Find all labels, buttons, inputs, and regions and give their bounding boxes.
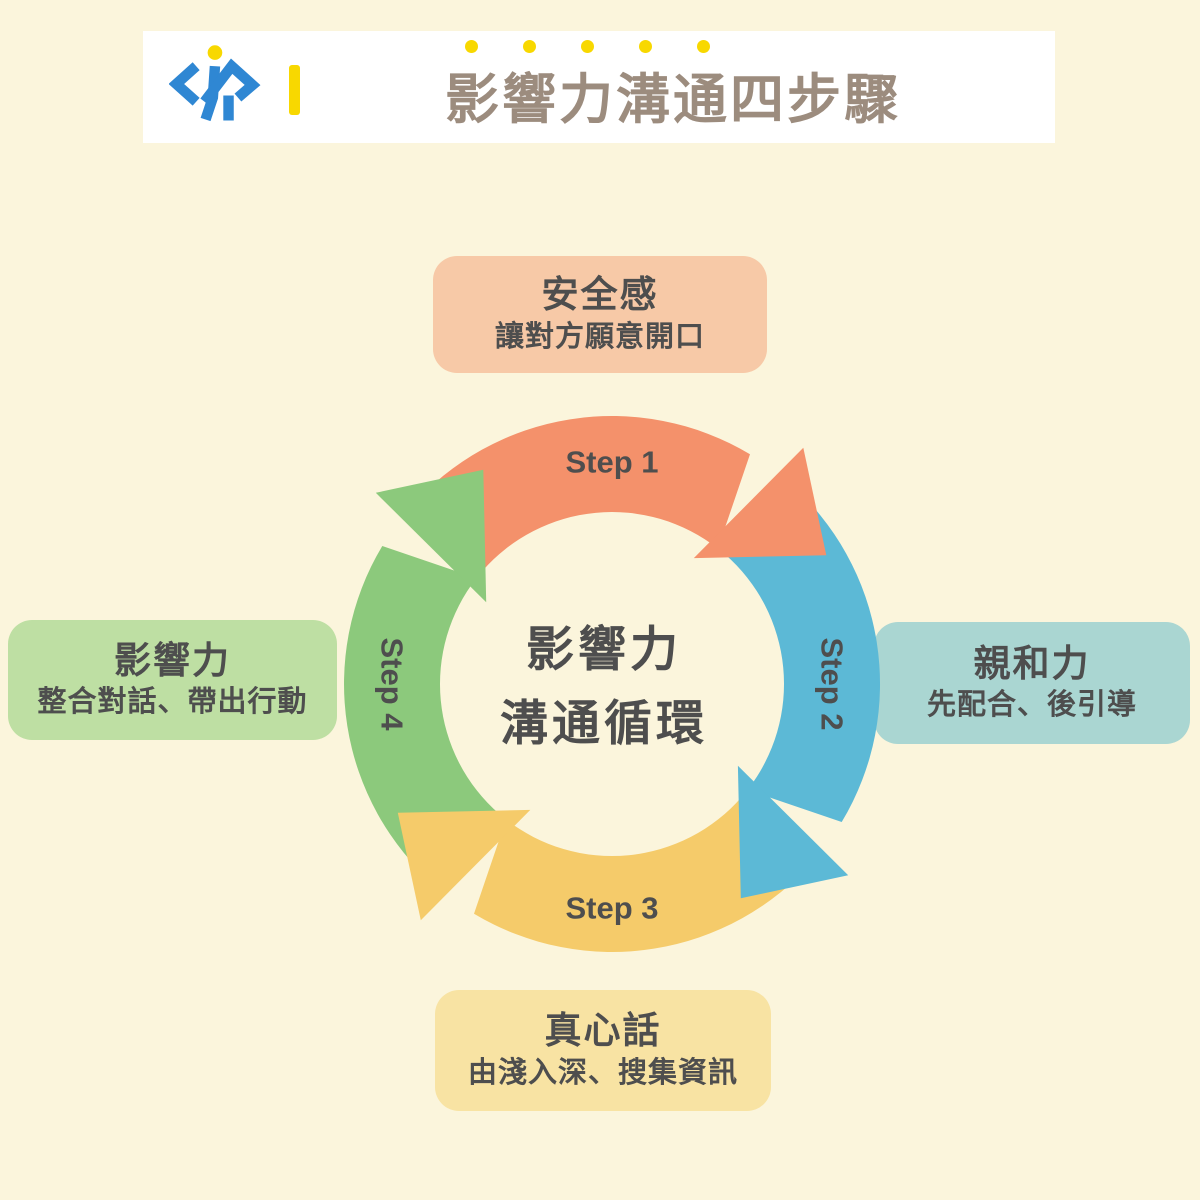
logo-chevron	[169, 62, 200, 106]
step1-arc	[409, 416, 750, 572]
header-banner: 影響力溝通四步驟	[143, 31, 1055, 143]
step1-box-title: 安全感	[541, 274, 659, 316]
accent-dot	[523, 40, 536, 53]
brand-logo-icon	[169, 45, 261, 122]
step2-box-subtitle: 先配合、後引導	[926, 689, 1137, 722]
accent-dot	[465, 40, 478, 53]
step3-arrowhead	[397, 809, 531, 921]
step3-arc	[474, 796, 815, 952]
step2-info-box: 親和力 先配合、後引導	[874, 622, 1190, 744]
cycle-center-title-line1: 影響力	[526, 623, 682, 677]
step2-arc	[724, 481, 881, 822]
step3-label: Step 3	[565, 891, 658, 926]
accent-dot	[639, 40, 652, 53]
step3-info-box: 真心話 由淺入深、搜集資訊	[435, 990, 771, 1111]
logo-dot	[207, 45, 223, 60]
page-title: 影響力溝通四步驟	[445, 69, 901, 130]
cycle-center-title-line2: 溝通循環	[500, 698, 708, 751]
step4-box-subtitle: 整合對話、帶出行動	[37, 686, 308, 719]
step1-arrowhead	[693, 447, 827, 559]
decorative-dots	[465, 40, 710, 53]
step3-box-subtitle: 由淺入深、搜集資訊	[467, 1056, 738, 1089]
step2-label: Step 2	[815, 637, 850, 730]
step4-arc	[344, 546, 500, 887]
step4-info-box: 影響力 整合對話、帶出行動	[8, 620, 337, 740]
logo-zigzag	[200, 58, 261, 105]
step4-box-title: 影響力	[114, 639, 231, 681]
step2-box-title: 親和力	[973, 642, 1091, 684]
step1-info-box: 安全感 讓對方願意開口	[433, 256, 767, 373]
step1-label: Step 1	[565, 445, 658, 480]
accent-dot	[697, 40, 710, 53]
step3-box-title: 真心話	[544, 1010, 662, 1052]
step1-box-subtitle: 讓對方願意開口	[494, 320, 705, 353]
step4-label: Step 4	[375, 637, 410, 731]
accent-bar	[289, 65, 300, 115]
step2-arrowhead	[737, 765, 849, 899]
step4-arrowhead	[375, 469, 487, 603]
accent-dot	[581, 40, 594, 53]
